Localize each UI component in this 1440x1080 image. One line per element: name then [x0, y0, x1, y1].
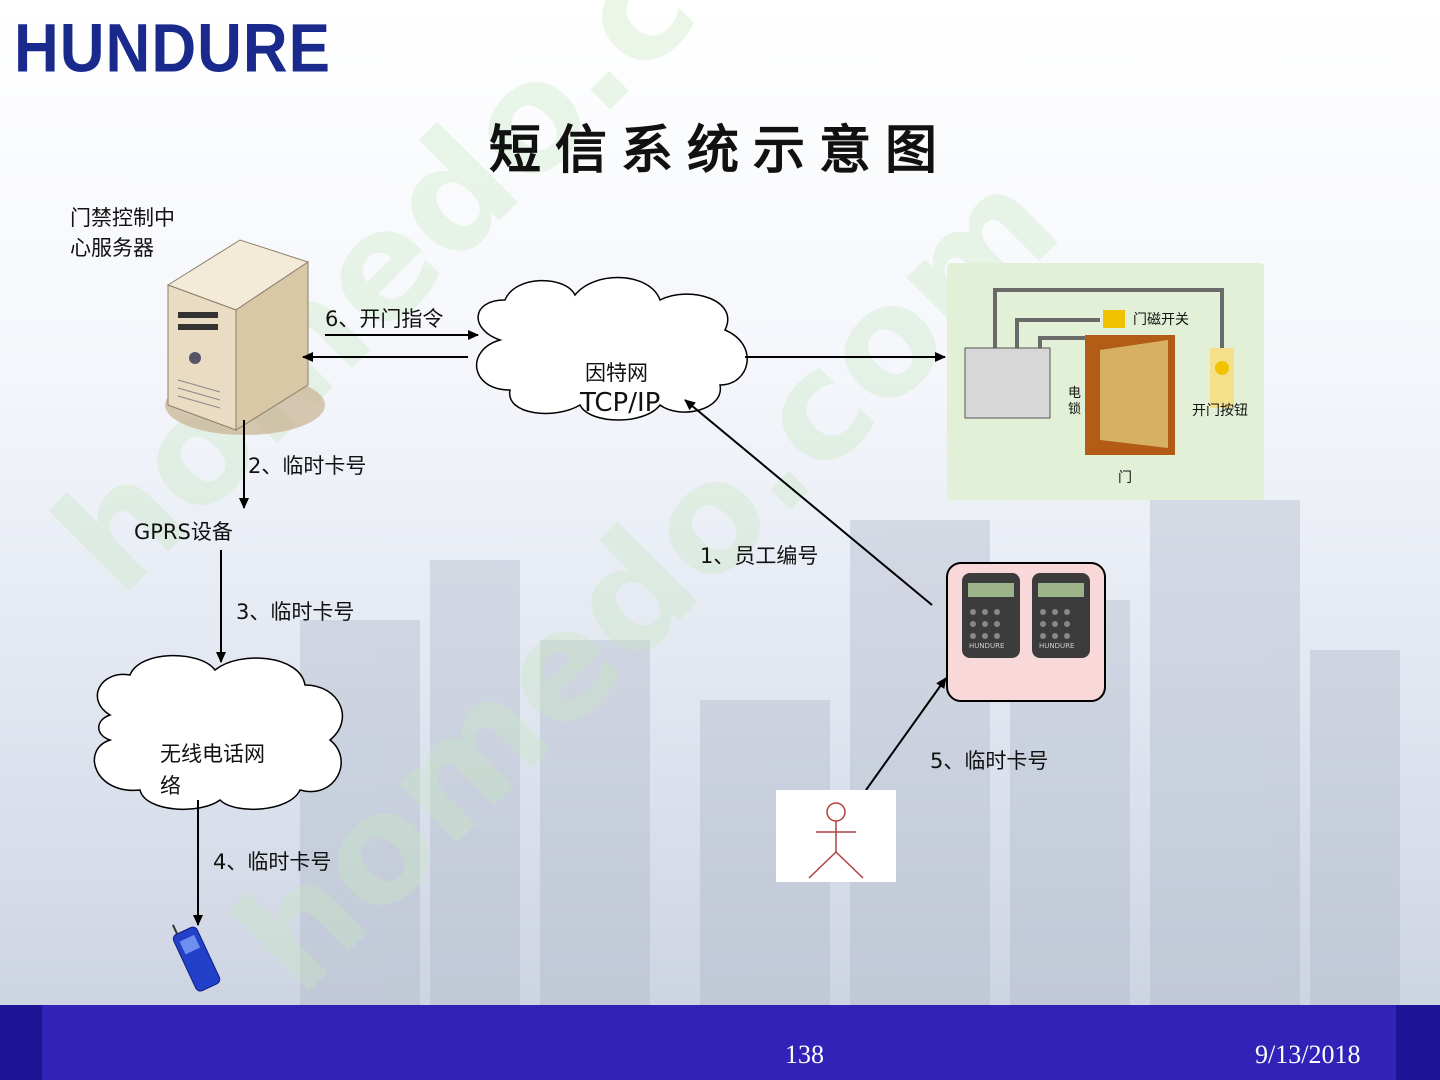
- door-panel: [947, 263, 1264, 500]
- footer-bar: [0, 1005, 1440, 1080]
- server-label: 门禁控制中: [70, 206, 175, 230]
- reader-brand-2: HUNDURE: [1039, 642, 1075, 650]
- footer-date: 9/13/2018: [1255, 1040, 1361, 1069]
- wireless-cloud: [93, 654, 344, 810]
- brand-logo: HUNDURE: [14, 11, 331, 88]
- arrow-person-to-reader: [865, 677, 947, 791]
- gprs-label: GPRS设备: [134, 520, 233, 544]
- internet-protocol-label: TCP/IP: [580, 388, 661, 418]
- footer-right-accent: [1396, 1005, 1440, 1080]
- internet-cloud: [475, 276, 748, 421]
- footer-left-accent: [0, 1005, 42, 1080]
- card-readers: [946, 562, 1106, 702]
- internet-label: 因特网: [585, 361, 648, 385]
- step-1-label: 1、员工编号: [700, 544, 819, 568]
- wireless-label-2: 络: [160, 774, 181, 798]
- page-number: 138: [785, 1040, 824, 1069]
- electric-lock-label: 电: [1068, 386, 1082, 401]
- server-icon: [165, 239, 325, 435]
- wireless-label: 无线电话网: [160, 742, 265, 766]
- door-label: 门: [1118, 470, 1132, 486]
- step-6-label: 6、开门指令: [325, 307, 444, 331]
- step-5-label: 5、临时卡号: [930, 749, 1049, 773]
- mobile-phone-icon: [171, 924, 221, 992]
- arrow-reader-to-internet: [684, 399, 933, 606]
- reader-brand-1: HUNDURE: [969, 642, 1005, 650]
- step-2-label: 2、临时卡号: [248, 454, 367, 478]
- electric-lock-label-2: 锁: [1068, 402, 1082, 417]
- person-icon: [776, 790, 896, 882]
- open-button-label: 开门按钮: [1192, 403, 1248, 419]
- server-label-2: 心服务器: [70, 236, 154, 260]
- magnetic-switch-label: 门磁开关: [1133, 312, 1189, 328]
- step-4-label: 4、临时卡号: [213, 850, 332, 874]
- step-3-label: 3、临时卡号: [236, 600, 355, 624]
- page-title: 短信系统示意图: [488, 120, 951, 181]
